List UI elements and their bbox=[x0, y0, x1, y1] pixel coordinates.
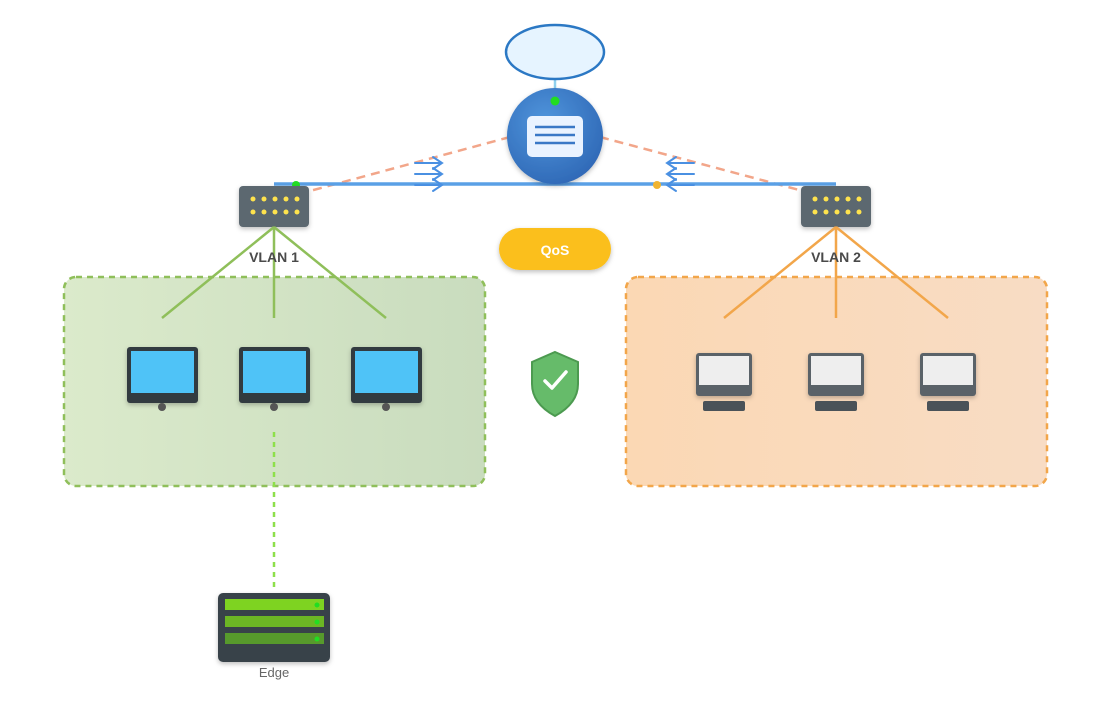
qos-label: QoS bbox=[541, 242, 570, 258]
edge-label: Edge bbox=[259, 665, 289, 680]
qos-badge[interactable]: QoS bbox=[499, 228, 611, 270]
cloud-icon[interactable] bbox=[504, 23, 606, 81]
switch-icon bbox=[801, 186, 871, 227]
traffic-arrows-left-icon bbox=[665, 156, 695, 192]
router-icon bbox=[527, 116, 583, 157]
switch-icon bbox=[239, 186, 309, 227]
vlan2-laptop-1[interactable] bbox=[696, 353, 752, 411]
vlan2-laptop-3[interactable] bbox=[920, 353, 976, 411]
switch-left[interactable] bbox=[239, 186, 309, 227]
vlan2-laptop-2[interactable] bbox=[808, 353, 864, 411]
router-status-light bbox=[550, 96, 560, 106]
server-rack-icon bbox=[218, 593, 330, 662]
vlan1-monitor-2[interactable] bbox=[239, 347, 310, 411]
uplink-left bbox=[294, 135, 511, 197]
router[interactable] bbox=[507, 88, 603, 184]
vlan1-links bbox=[161, 226, 387, 319]
switch-right[interactable] bbox=[801, 186, 871, 227]
edge-server[interactable] bbox=[218, 593, 330, 662]
shield-check-icon bbox=[531, 350, 579, 418]
uplink-right bbox=[599, 135, 819, 197]
vlan2-links bbox=[723, 226, 949, 319]
vlan1-monitor-1[interactable] bbox=[127, 347, 198, 411]
vlan1-monitor-3[interactable] bbox=[351, 347, 422, 411]
trunk-dot-right bbox=[653, 181, 661, 189]
vlan2-label: VLAN 2 bbox=[811, 249, 861, 265]
vlan1-label: VLAN 1 bbox=[249, 249, 299, 265]
traffic-arrows-right-icon bbox=[414, 156, 444, 192]
